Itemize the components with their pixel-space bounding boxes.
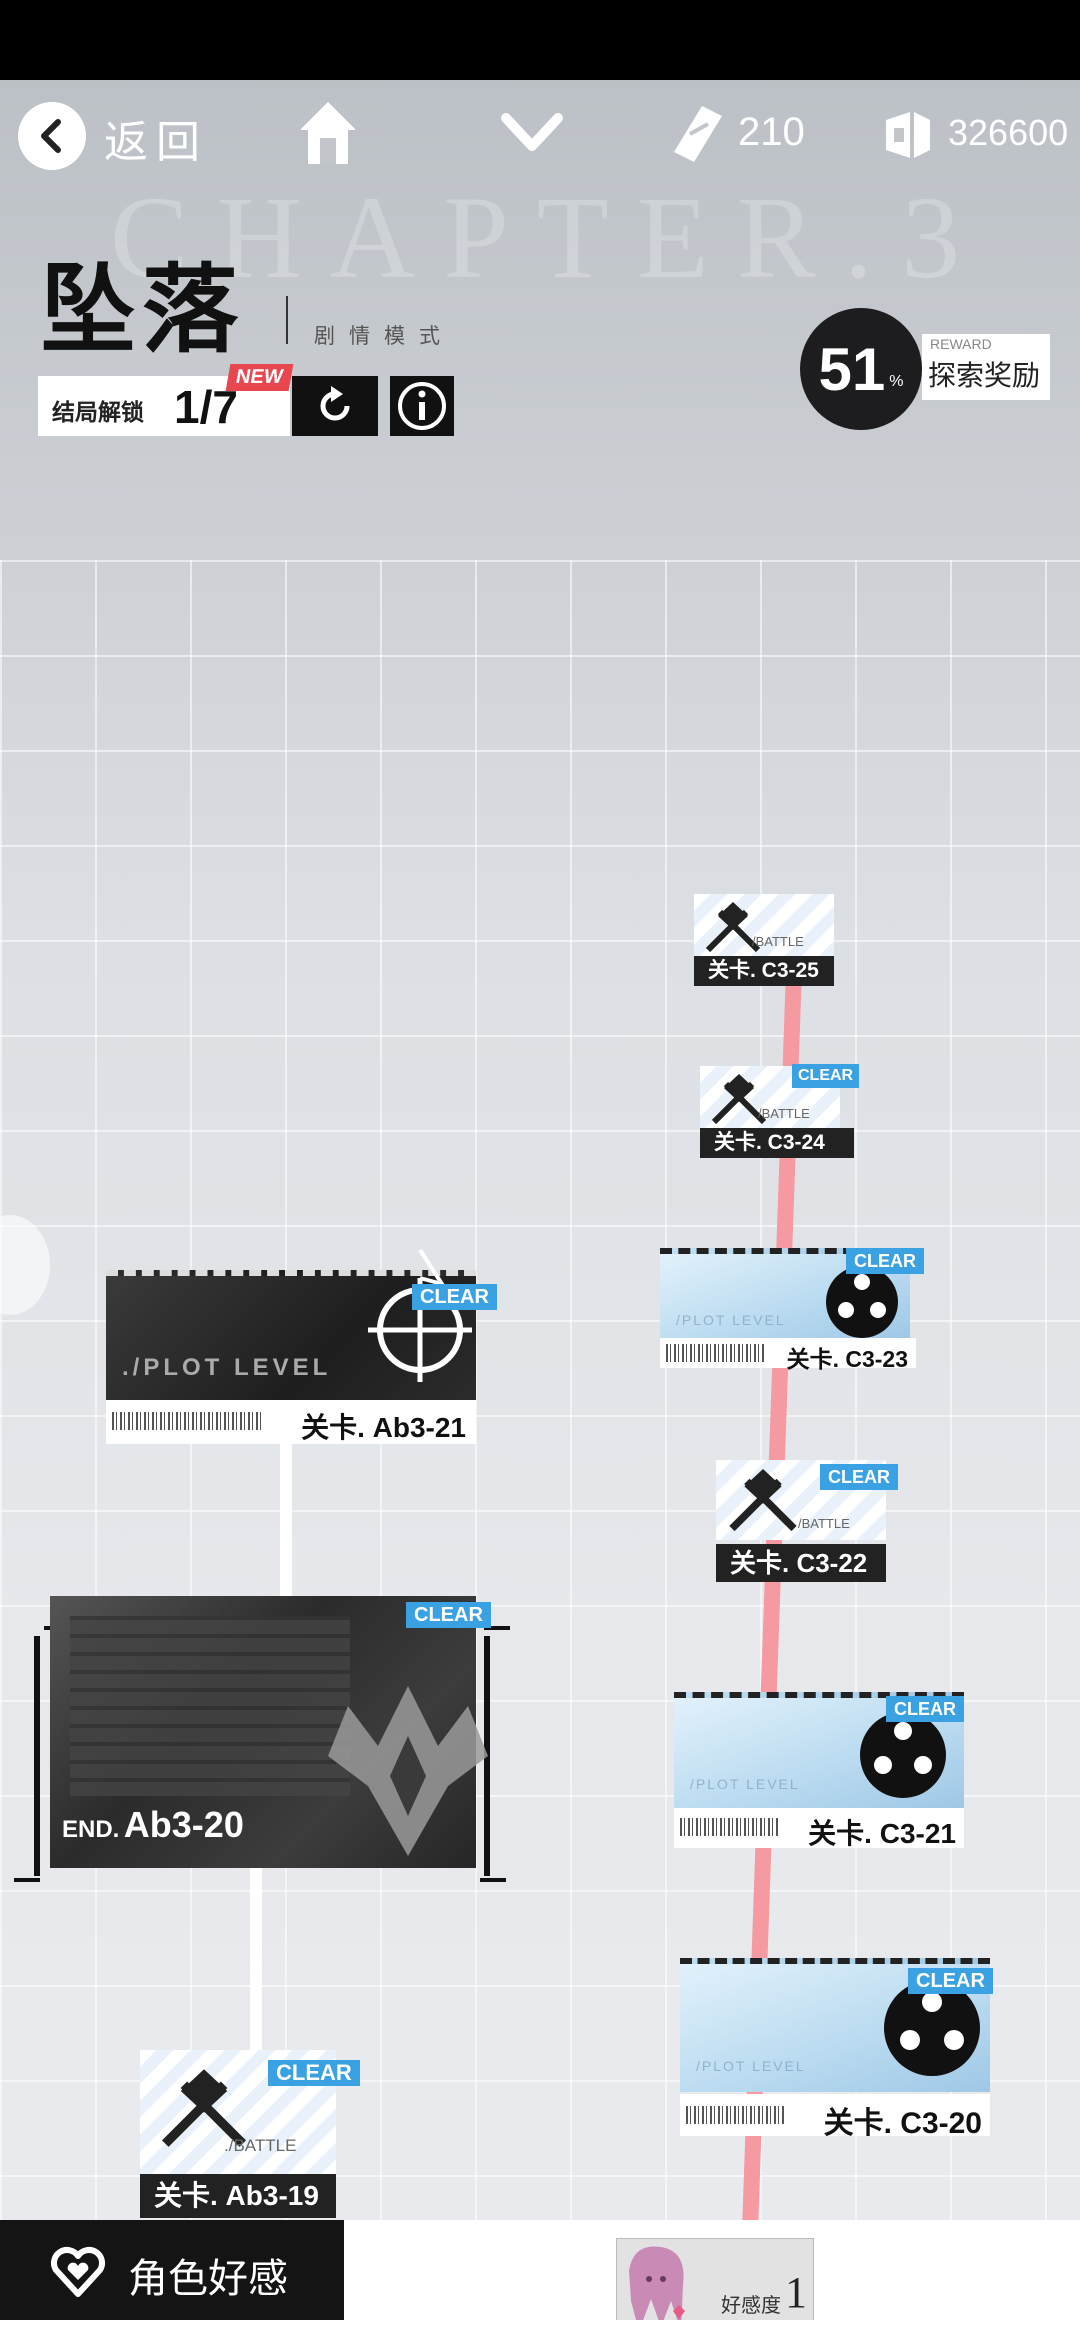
path-line-left-lower (250, 1868, 262, 2058)
film-reel-icon (826, 1266, 898, 1338)
title-divider (286, 296, 288, 344)
plot-tag: /PLOT LEVEL (690, 1776, 800, 1792)
stage-node-c3-21[interactable]: /PLOT LEVEL 关卡. C3-21 CLEAR (674, 1692, 968, 1852)
frame-bracket (484, 1626, 510, 1630)
plot-tag: /PLOT LEVEL (696, 2058, 806, 2074)
battle-tag: /BATTLE (798, 1516, 850, 1531)
currency-icon (886, 112, 930, 158)
battle-card: /BATTLE (694, 894, 834, 956)
path-line-left-upper (280, 1444, 292, 1596)
film-reel-icon (884, 1980, 980, 2076)
chapter-title: 坠落 (40, 253, 244, 366)
back-button[interactable] (18, 102, 86, 170)
character-affinity-button[interactable]: 角色好感 (0, 2220, 344, 2320)
crossed-swords-icon (729, 1468, 797, 1532)
crosshair-icon (368, 1248, 472, 1382)
barcode-decoration (680, 1818, 780, 1836)
chapter-watermark: CHAPTER.3 (110, 172, 989, 303)
info-button[interactable] (390, 376, 454, 436)
plot-tag: ./PLOT LEVEL (122, 1354, 332, 1381)
clear-badge: CLEAR (412, 1284, 497, 1310)
status-bar (0, 0, 1080, 80)
stage-label: 关卡. Ab3-21 (301, 1412, 466, 1443)
clear-badge: CLEAR (268, 2060, 360, 2086)
plot-label: 关卡. C3-21 (674, 1808, 964, 1849)
stage-label: 关卡. C3-21 (808, 1818, 956, 1849)
info-icon (398, 382, 446, 430)
plot-label: 关卡. C3-20 (680, 2094, 990, 2140)
stage-label: 关卡. C3-24 (700, 1128, 854, 1158)
end-stage-label: END. Ab3-20 (62, 1804, 244, 1846)
stage-node-c3-23[interactable]: /PLOT LEVEL 关卡. C3-23 CLEAR (660, 1248, 924, 1372)
barcode-decoration (686, 2106, 786, 2124)
crossed-swords-icon (711, 1074, 767, 1125)
chapter-mode: 剧情模式 (314, 325, 454, 348)
end-prefix: END. (62, 1816, 120, 1843)
clear-badge: CLEAR (820, 1464, 898, 1490)
frame-bracket (34, 1636, 40, 1876)
plot-label: 关卡. C3-23 (660, 1338, 916, 1372)
barcode-decoration (666, 1344, 766, 1362)
affinity-degree-label: 好感度 (721, 2295, 781, 2317)
refresh-icon (320, 386, 350, 421)
stage-node-c3-24[interactable]: /BATTLE 关卡. C3-24 CLEAR (700, 1064, 860, 1158)
crossed-swords-icon (162, 2069, 246, 2147)
stage-node-ab3-20[interactable]: CLEAR END. Ab3-20 (50, 1596, 491, 1868)
clear-badge: CLEAR (886, 1696, 964, 1722)
chevron-down-icon[interactable] (500, 108, 564, 158)
barcode-decoration (112, 1412, 262, 1430)
clear-badge: CLEAR (908, 1968, 993, 1994)
stage-node-ab3-19[interactable]: ./BATTLE 关卡. Ab3-19 CLEAR (140, 2050, 360, 2220)
emblem-icon (328, 1686, 488, 1856)
currency-value: 326600 (948, 112, 1069, 153)
stage-node-c3-22[interactable]: /BATTLE 关卡. C3-22 CLEAR (716, 1460, 898, 1584)
stage-label: 关卡. C3-25 (694, 956, 834, 986)
battle-tag: ./BATTLE (224, 2136, 297, 2155)
stage-node-ab3-21[interactable]: ./PLOT LEVEL CLEAR 关卡. Ab3-21 (106, 1248, 497, 1450)
clear-badge: CLEAR (846, 1248, 924, 1274)
stage-label: 关卡. C3-20 (823, 2107, 982, 2140)
crossed-swords-icon (705, 902, 761, 953)
bottom-bar: 角色好感 好感度 1 (0, 2220, 1080, 2340)
affinity-label: 角色好感 (128, 2257, 288, 2301)
stage-label: 关卡. C3-23 (786, 1346, 908, 1372)
ending-unlock-label: 结局解锁 (52, 399, 144, 425)
clear-badge: CLEAR (792, 1064, 860, 1088)
reward-label-cn: 探索奖励 (928, 360, 1041, 391)
stamina-value: 210 (738, 110, 805, 154)
stage-node-c3-20[interactable]: /PLOT LEVEL 关卡. C3-20 CLEAR (680, 1958, 994, 2140)
back-label[interactable]: 返回 (104, 118, 208, 167)
home-icon[interactable] (296, 98, 360, 168)
reward-label-en: REWARD (930, 336, 992, 352)
frame-bracket (14, 1878, 40, 1882)
battle-tag: /BATTLE (752, 934, 804, 949)
plot-tag: /PLOT LEVEL (676, 1312, 786, 1328)
reset-button[interactable] (292, 376, 378, 436)
exploration-reward-button[interactable]: 51 % (800, 308, 922, 430)
battle-tag: /BATTLE (758, 1106, 810, 1121)
reward-percent: 51 (818, 335, 886, 403)
film-reel-icon (860, 1712, 946, 1798)
reward-label-box[interactable]: REWARD 探索奖励 (922, 334, 1050, 400)
plot-label: 关卡. Ab3-21 (106, 1400, 476, 1444)
affinity-level: 1 (785, 2268, 807, 2317)
stage-label: 关卡. Ab3-19 (140, 2174, 336, 2218)
top-bar: 返回 210 326600 (0, 80, 1080, 190)
clear-badge: CLEAR (406, 1602, 491, 1628)
stage-node-c3-25[interactable]: /BATTLE 关卡. C3-25 (694, 894, 834, 986)
character-avatar (629, 2246, 685, 2331)
stage-label: 关卡. C3-22 (716, 1544, 886, 1582)
stamina-icon (674, 106, 722, 162)
heart-icon (51, 2247, 105, 2297)
reward-unit: % (889, 373, 904, 390)
stage-artwork (70, 1616, 350, 1796)
chevron-left-icon (41, 119, 61, 153)
stage-label: Ab3-20 (123, 1804, 244, 1845)
bottom-strip (0, 2320, 1080, 2340)
frame-bracket (480, 1878, 506, 1882)
new-badge: NEW (225, 364, 294, 391)
